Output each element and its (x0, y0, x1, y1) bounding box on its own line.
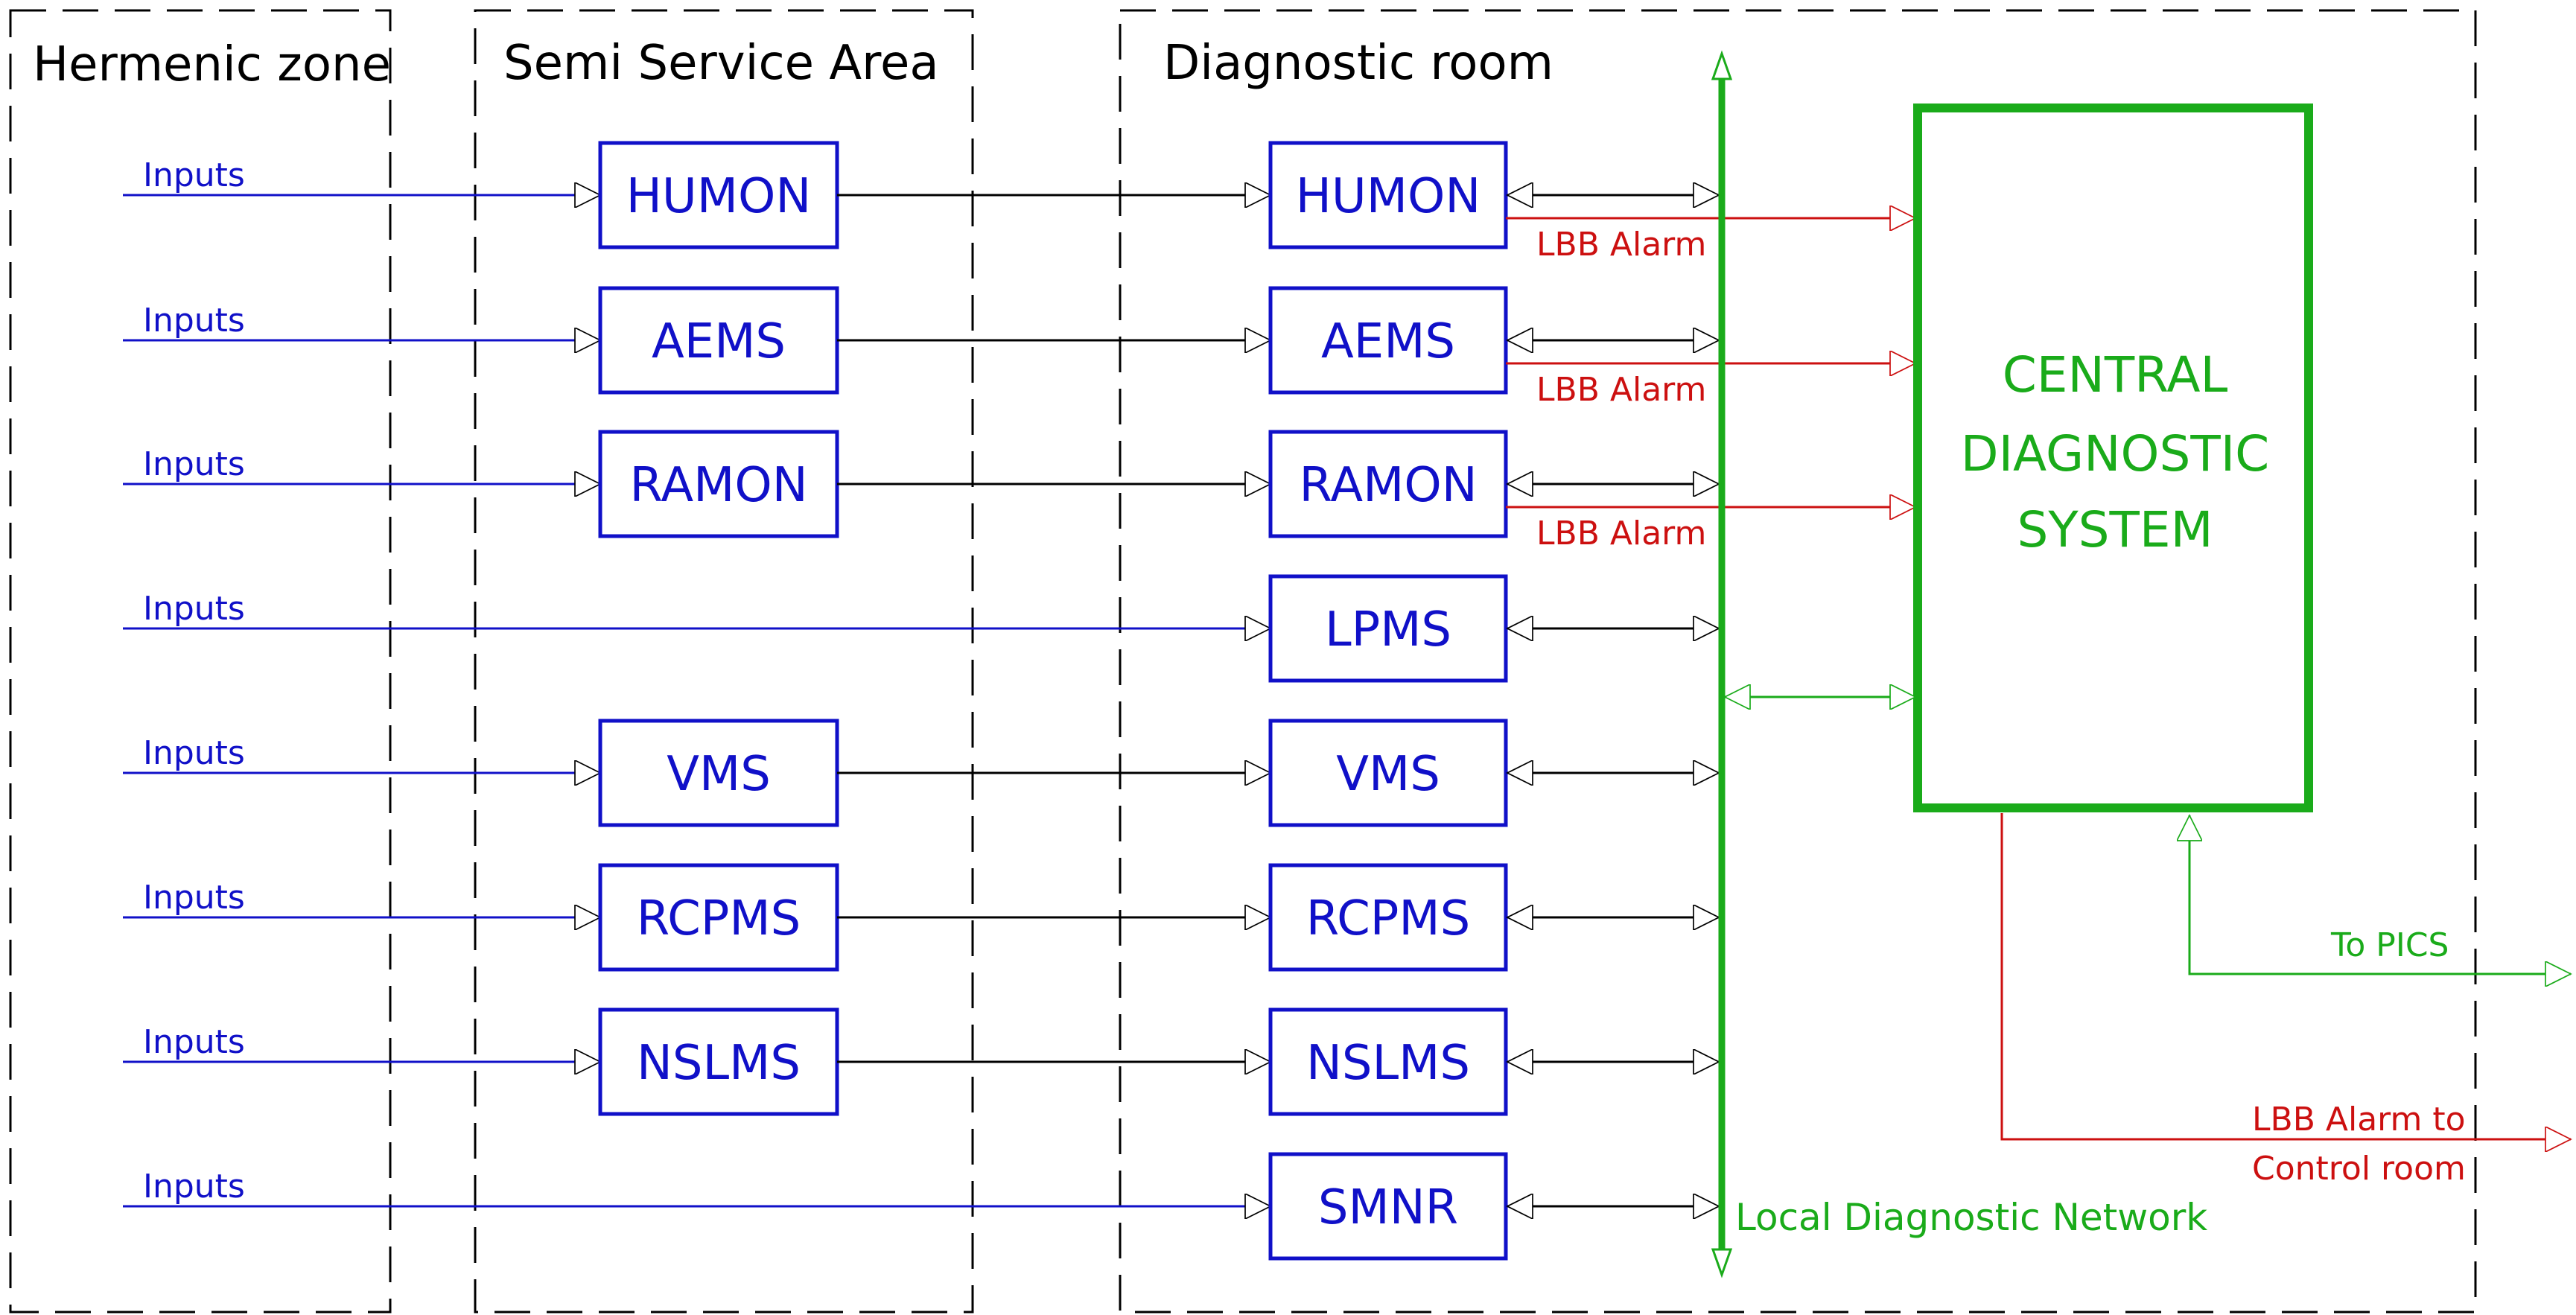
diag-box-label: AEMS (1321, 314, 1455, 369)
to-pics-label: To PICS (2330, 926, 2449, 964)
semi-box-label: RCPMS (637, 891, 801, 946)
lbb-alarm-label: LBB Alarm (1536, 515, 1706, 553)
central-label-line-2: DIAGNOSTIC (1961, 425, 2270, 483)
input-label: Inputs (143, 734, 245, 772)
diag-box-label: NSLMS (1306, 1036, 1470, 1091)
diag-box-label: LPMS (1325, 602, 1451, 658)
diag-box (1268, 863, 1508, 972)
diag-box (1268, 574, 1508, 683)
lbb-alarm-label: LBB Alarm (1536, 371, 1706, 409)
diag-box (1268, 719, 1508, 827)
semi-box-label: NSLMS (637, 1036, 801, 1091)
diagnostic-room-frame (1119, 9, 2477, 1314)
diag-box (1268, 141, 1508, 249)
diag-box-label: SMNR (1318, 1180, 1458, 1235)
diag-box (1268, 1152, 1508, 1261)
input-label: Inputs (143, 156, 245, 194)
lbb-control-label-line-1: LBB Alarm to (2252, 1101, 2466, 1139)
diag-box (1268, 430, 1508, 538)
bus-top-arrow (1711, 50, 1733, 80)
semi-box-label: VMS (667, 747, 771, 802)
input-label: Inputs (143, 302, 245, 340)
input-label: Inputs (143, 590, 245, 628)
central-diagnostic-system-box (1913, 104, 2313, 812)
diag-box-label: RAMON (1299, 458, 1477, 513)
input-label: Inputs (143, 1168, 245, 1206)
hermenic-zone-frame (9, 9, 392, 1314)
semi-box-label: HUMON (626, 169, 811, 224)
semi-service-area-frame (474, 9, 974, 1314)
central-label-line-1: CENTRAL (2003, 346, 2228, 404)
to-pics-link (2189, 815, 2571, 974)
diag-box (1268, 1007, 1508, 1116)
input-label: Inputs (143, 879, 245, 917)
zone-title-diagnostic-room: Diagnostic room (1163, 36, 1553, 91)
lbb-control-label-line-2: Control room (2252, 1150, 2466, 1188)
input-label: Inputs (143, 445, 245, 483)
lbb-control-room-link (2000, 813, 2571, 1139)
diag-box (1268, 286, 1508, 395)
semi-box-label: RAMON (629, 458, 807, 513)
semi-box-label: AEMS (652, 314, 786, 369)
network-label: Local Diagnostic Network (1735, 1196, 2207, 1239)
lbb-alarm-label: LBB Alarm (1536, 226, 1706, 264)
central-label-line-3: SYSTEM (2017, 501, 2213, 558)
zone-title-semi-service: Semi Service Area (503, 36, 939, 91)
zone-title-hermenic: Hermenic zone (33, 37, 391, 92)
bus-bottom-arrow (1711, 1248, 1733, 1279)
input-label: Inputs (143, 1023, 245, 1061)
diag-box-label: RCPMS (1306, 891, 1470, 946)
diag-box-label: HUMON (1296, 169, 1481, 224)
diag-box-label: VMS (1336, 747, 1440, 802)
